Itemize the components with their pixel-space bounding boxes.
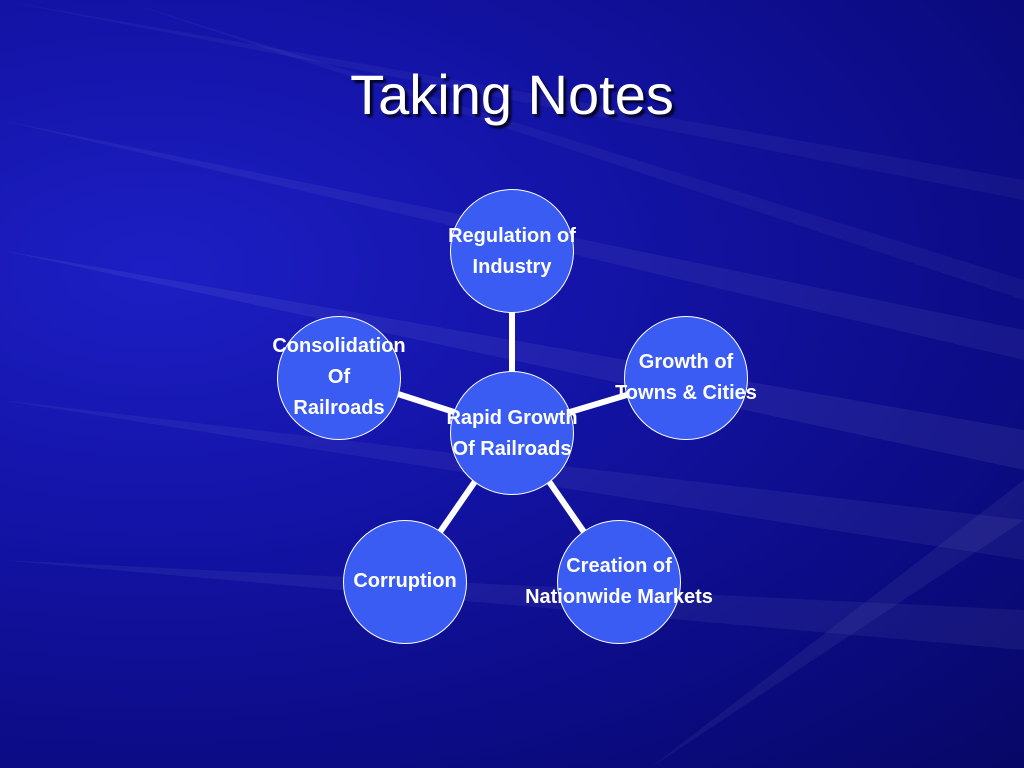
node-regulation-label: Regulation of Industry bbox=[448, 225, 576, 278]
center-label: Rapid Growth Of Railroads bbox=[446, 407, 578, 460]
node-consolidation-label: Consolidation Of Railroads bbox=[272, 335, 406, 419]
node-markets-label: Creation of Nationwide Markets bbox=[525, 555, 713, 608]
node-regulation-circle bbox=[450, 189, 574, 313]
node-corruption-label: Corruption bbox=[353, 570, 457, 592]
node-towns-label: Growth of Towns & Cities bbox=[615, 351, 757, 404]
node-markets-circle bbox=[557, 520, 681, 644]
node-corruption-circle bbox=[343, 520, 467, 644]
center-circle bbox=[450, 371, 574, 495]
connector-corruption bbox=[437, 478, 479, 534]
slide-title: Taking Notes bbox=[350, 63, 674, 126]
connector-consolidation bbox=[397, 391, 455, 415]
node-towns-circle bbox=[624, 316, 748, 440]
node-consolidation-circle bbox=[277, 316, 401, 440]
connector-markets bbox=[545, 478, 587, 534]
connector-towns bbox=[569, 391, 631, 415]
